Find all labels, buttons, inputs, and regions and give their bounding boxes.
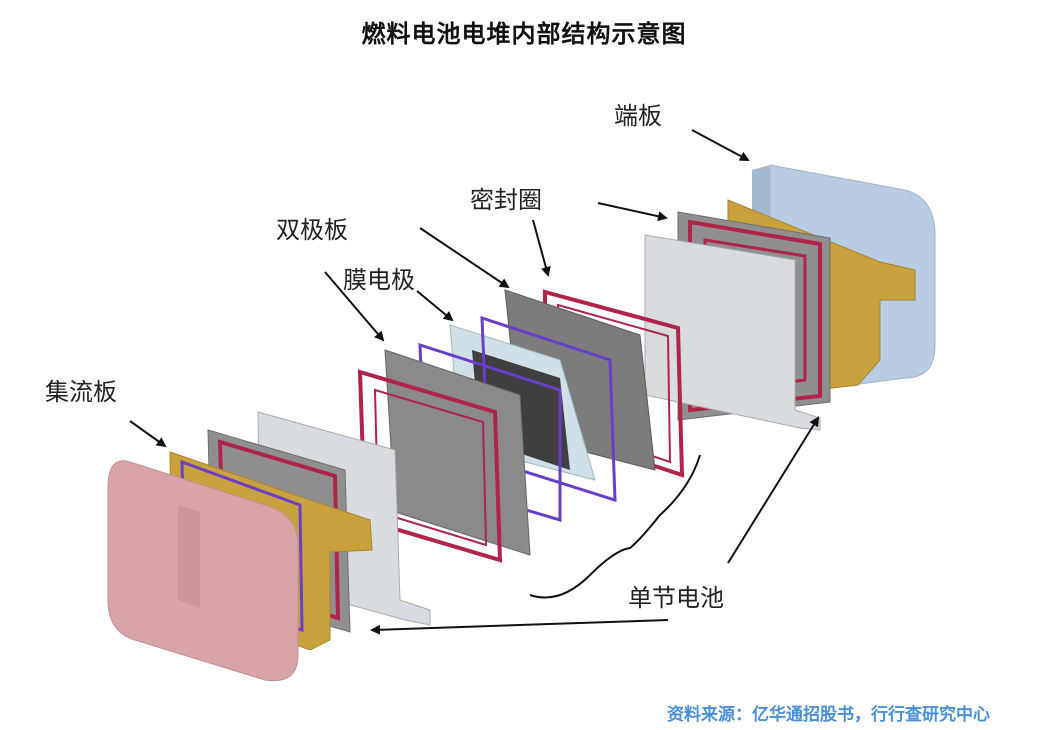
gasket-arrow-b bbox=[532, 219, 551, 277]
collector-arrow bbox=[129, 420, 167, 448]
gasket-arrow-a bbox=[597, 202, 668, 222]
label-gasket: 密封圈 bbox=[470, 186, 542, 214]
label-bipolar-plate: 双极板 bbox=[276, 216, 348, 244]
single-cell-arrow-a bbox=[727, 416, 820, 564]
label-end-plate: 端板 bbox=[614, 102, 662, 130]
label-mea: 膜电极 bbox=[343, 266, 415, 294]
bipolar-arrow-a bbox=[419, 227, 510, 289]
label-current-collector: 集流板 bbox=[45, 378, 117, 406]
end-plate-front bbox=[107, 460, 299, 682]
source-note: 资料来源：亿华通招股书，行行查研究中心 bbox=[667, 705, 990, 725]
label-single-cell: 单节电池 bbox=[628, 584, 724, 612]
single-cell-brace bbox=[529, 454, 701, 599]
bipolar-arrow-b bbox=[324, 271, 385, 342]
single-cell-arrow-b bbox=[370, 619, 669, 635]
diagram-title: 燃料电池电堆内部结构示意图 bbox=[361, 20, 687, 48]
flow-plate-back bbox=[644, 234, 821, 431]
mea-arrow bbox=[416, 290, 454, 322]
end-plate-arrow bbox=[691, 129, 750, 161]
